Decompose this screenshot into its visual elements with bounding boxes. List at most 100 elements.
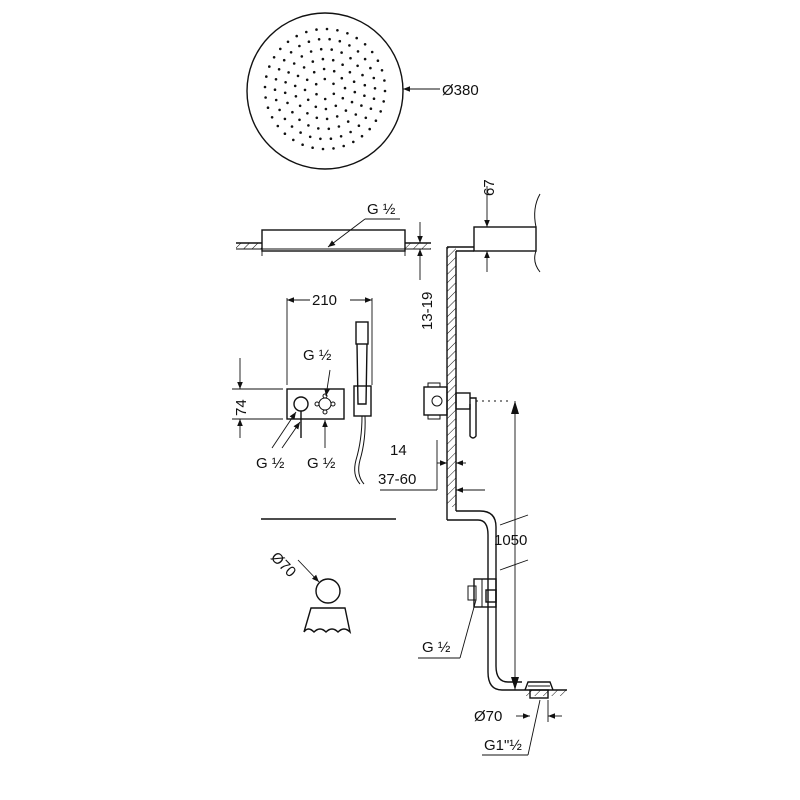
nozzle-dot (372, 97, 376, 100)
nozzle-dot (349, 56, 352, 60)
plate-height-label: 74 (233, 399, 250, 416)
valve-thread-left-label: G ½ (256, 455, 285, 472)
nozzle-dot (363, 43, 367, 46)
nozzle-dot (363, 94, 366, 97)
nozzle-dot (296, 74, 300, 78)
nozzle-dot (349, 130, 352, 134)
nozzle-dot (265, 75, 268, 78)
nozzle-dot (314, 82, 318, 86)
nozzle-dot (299, 131, 302, 134)
nozzle-dot (266, 106, 270, 109)
nozzle-dot (282, 58, 286, 62)
nozzle-dot (379, 110, 383, 113)
nozzle-dot (315, 116, 319, 120)
nozzle-dot (369, 66, 372, 70)
nozzle-dot (352, 80, 356, 83)
nozzle-dot (295, 34, 299, 38)
nozzle-dot (308, 135, 312, 139)
nozzle-dot (314, 105, 318, 109)
nozzle-pattern (263, 27, 387, 151)
nozzle-dot (309, 50, 313, 53)
head-height-label: 67 (481, 179, 498, 196)
nozzle-dot (315, 92, 318, 96)
nozzle-dot (353, 90, 357, 94)
nozzle-dot (278, 108, 281, 112)
nozzle-dot (298, 44, 301, 48)
wall-depth-label: 37-60 (378, 471, 416, 488)
nozzle-dot (361, 73, 364, 77)
nozzle-dot (290, 125, 294, 128)
wall-inlet-diameter-callout: Ø70 (267, 549, 320, 583)
floor-drain-icon (524, 681, 554, 699)
nozzle-dot (325, 27, 329, 31)
nozzle-dot (312, 70, 316, 74)
ceiling-recess-dimension: 13-19 (417, 222, 436, 330)
nozzle-dot (300, 55, 304, 58)
nozzle-dot (364, 116, 368, 120)
nozzle-dot (344, 109, 348, 112)
nozzle-dot (338, 39, 342, 43)
nozzle-dot (283, 117, 287, 121)
rain-shower-head-icon (246, 12, 404, 170)
ceiling-recess-label: 13-19 (419, 292, 436, 330)
nozzle-dot (306, 98, 310, 102)
nozzle-dot (327, 127, 331, 131)
nozzle-dot (332, 92, 336, 96)
nozzle-dot (270, 116, 274, 119)
nozzle-dot (263, 85, 267, 89)
nozzle-dot (319, 137, 322, 141)
nozzle-dot (324, 107, 328, 111)
plate-height-dimension: 74 (232, 358, 283, 438)
nozzle-dot (284, 81, 287, 84)
wall-inlet-front-view (303, 578, 352, 635)
nozzle-dot (268, 65, 271, 68)
nozzle-dot (330, 48, 334, 51)
nozzle-dot (306, 112, 309, 115)
valve-thread-right-callout: G ½ (307, 420, 336, 472)
nozzle-dot (292, 138, 295, 142)
nozzle-dot (329, 137, 333, 140)
head-diameter-dimension: Ø380 (403, 82, 479, 99)
nozzle-dot (286, 101, 289, 105)
nozzle-dot (307, 40, 311, 43)
ceiling-section (236, 229, 431, 256)
nozzle-dot (346, 120, 350, 123)
nozzle-dot (380, 69, 384, 72)
nozzle-dot (286, 40, 290, 44)
wall-profile (446, 193, 567, 696)
head-inlet-thread-callout: G ½ (327, 201, 400, 248)
nozzle-dot (283, 132, 287, 135)
nozzle-dot (305, 78, 309, 82)
nozzle-dot (374, 119, 378, 122)
nozzle-dot (346, 32, 349, 35)
nozzle-dot (348, 70, 352, 74)
nozzle-dot (332, 82, 335, 86)
nozzle-dot (382, 100, 386, 103)
nozzle-dot (303, 88, 307, 92)
nozzle-dot (283, 91, 287, 95)
nozzle-dot (305, 30, 308, 34)
valve-thread-right-label: G ½ (307, 455, 336, 472)
nozzle-dot (298, 118, 301, 122)
nozzle-dot (322, 67, 326, 71)
nozzle-dot (348, 44, 351, 47)
nozzle-dot (331, 58, 335, 62)
nozzle-dot (287, 71, 290, 74)
nozzle-dot (369, 107, 373, 110)
nozzle-dot (372, 76, 376, 80)
nozzle-dot (350, 100, 354, 104)
mixer-height-label: 1050 (494, 532, 527, 549)
nozzle-dot (289, 51, 293, 54)
wall-offset-label: 14 (390, 442, 407, 459)
nozzle-dot (307, 124, 310, 127)
nozzle-dot (368, 127, 372, 131)
nozzle-dot (383, 89, 387, 93)
wall-inlet-diameter-label: Ø70 (267, 549, 299, 581)
nozzle-dot (340, 76, 344, 80)
nozzle-dot (334, 104, 338, 108)
valve-thread-top-callout: G ½ (303, 347, 332, 397)
nozzle-dot (317, 38, 321, 41)
nozzle-dot (264, 96, 267, 99)
nozzle-dot (323, 77, 327, 81)
nozzle-dot (274, 78, 278, 81)
